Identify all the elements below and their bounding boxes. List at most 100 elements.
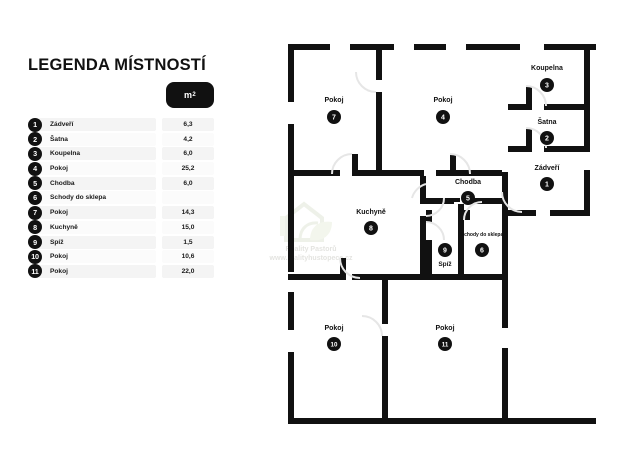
door-swings	[331, 71, 547, 337]
room-label-pokoj-4: Pokoj 4	[433, 97, 453, 124]
room-number-badge: 7	[28, 205, 42, 220]
room-area-value: 6,0	[183, 150, 193, 158]
room-area-value	[162, 191, 214, 204]
room-label-text: Pokoj	[324, 325, 343, 332]
room-label-satna-2: Šatna 2	[537, 117, 557, 145]
legend-row: 1 Zádveří 6,3	[28, 117, 214, 132]
room-number-badge	[438, 243, 452, 257]
room-number-badge: 6	[28, 190, 42, 205]
room-name-label: Koupelna	[50, 150, 81, 158]
row-background-area	[162, 176, 214, 190]
row-background-name	[38, 191, 156, 205]
unit-badge-label: m	[184, 90, 193, 100]
room-name-label: Kuchyně	[50, 223, 78, 231]
room-label-text: Šatna	[537, 117, 556, 126]
legend-table: 1 Zádveří 6,3 2 Šatna 4,2 3 Koupelna 6,0…	[28, 117, 214, 280]
room-number-badge	[327, 337, 341, 351]
legend-row: 8 Kuchyně 15,0	[28, 220, 214, 235]
legend-row: 5 Chodba 6,0	[28, 176, 214, 191]
room-area-value: 25,2	[181, 165, 195, 173]
room-number-badge	[461, 191, 475, 205]
row-background-name	[38, 147, 156, 161]
page-title: LEGENDA MÍSTNOSTÍ	[28, 56, 206, 74]
room-number-badge	[540, 78, 554, 92]
room-label-text: Pokoj	[433, 97, 452, 104]
legend-row: 3 Koupelna 6,0	[28, 146, 214, 161]
room-label-text: Zádveří	[535, 165, 561, 172]
row-background-name	[38, 118, 156, 131]
room-number-badge: 4	[28, 161, 42, 176]
room-name-label: Spíž	[50, 238, 64, 246]
room-label-pokoj-11: Pokoj 11	[435, 325, 455, 351]
room-label-text: Kuchyně	[356, 209, 386, 216]
legend-row: 11 Pokoj 22,0	[28, 264, 214, 279]
room-number-badge	[540, 131, 554, 145]
room-number-text: 7	[332, 115, 336, 122]
room-number-text: 8	[369, 226, 373, 233]
room-label-zadveri-1: Zádveří 1	[535, 165, 561, 191]
room-label-text: Spíž	[438, 261, 452, 268]
row-background-name	[38, 220, 156, 234]
room-area-value: 6,0	[183, 179, 193, 187]
room-area-value: 4,2	[183, 135, 193, 143]
room-number-badge	[438, 337, 452, 351]
room-number-badge	[364, 221, 378, 235]
room-area-value: 1,5	[183, 238, 193, 246]
room-name-label: Pokoj	[50, 165, 68, 173]
room-number-badge: 11	[28, 264, 42, 279]
legend-row: 9 Spíž 1,5	[28, 235, 214, 249]
row-background-area	[162, 250, 214, 264]
room-number-badge	[327, 110, 341, 124]
exterior-walls	[288, 44, 596, 424]
room-label-pokoj-10: Pokoj 10	[324, 325, 344, 351]
room-area-value: 6,3	[183, 121, 193, 128]
room-number-text: 2	[545, 136, 549, 143]
room-name-label: Chodba	[50, 179, 75, 187]
room-number-text: 10	[331, 342, 338, 349]
room-label-text: Pokoj	[324, 97, 343, 104]
room-name-label: Schody do sklepa	[50, 194, 107, 202]
room-number-badge	[436, 110, 450, 124]
room-name-label: Pokoj	[50, 209, 68, 217]
room-label-text: Pokoj	[435, 325, 454, 332]
room-number-badge: 5	[28, 176, 42, 191]
interior-walls	[288, 44, 590, 418]
room-label-text: Koupelna	[531, 65, 563, 72]
row-background-area	[162, 132, 214, 146]
room-area-value: 14,3	[181, 209, 195, 217]
room-number-text: 3	[545, 83, 549, 90]
room-number-badge: 9	[28, 235, 42, 249]
legend-row: 10 Pokoj 10,6	[28, 249, 214, 264]
room-number-badge	[475, 243, 489, 257]
row-background-area	[162, 191, 214, 205]
legend-row: 2 Šatna 4,2	[28, 132, 214, 147]
row-background-name	[38, 206, 156, 220]
room-label-spiz-9: 9 Spíž	[438, 243, 452, 268]
row-background-name	[38, 176, 156, 190]
room-label-koupelna-3: Koupelna 3	[531, 65, 563, 92]
room-number-badge: 3	[28, 146, 42, 161]
row-background-area	[162, 235, 214, 249]
room-name-label: Pokoj	[50, 267, 68, 275]
room-number-badge: 1	[28, 117, 42, 132]
room-number-text: 9	[443, 248, 447, 255]
row-background-area	[162, 206, 214, 220]
row-background-name	[38, 132, 156, 146]
room-number-text: 4	[441, 115, 445, 122]
row-background-name	[38, 162, 156, 176]
room-name-label: Zádveří	[50, 121, 74, 128]
floorplan: Pokoj 7 Pokoj 4 Koupelna 3 Šatna 2 Zádve…	[288, 44, 596, 424]
legend-row: 7 Pokoj 14,3	[28, 205, 214, 220]
row-background-name	[38, 264, 156, 278]
room-number-badge: 8	[28, 220, 42, 235]
room-number-badge	[540, 177, 554, 191]
room-label-chodba-5: Chodba 5	[455, 179, 481, 205]
row-background-area	[162, 147, 214, 161]
room-label-kuchyne-8: Kuchyně 8	[356, 209, 386, 235]
room-area-value: 10,6	[181, 253, 195, 261]
room-number-text: 5	[466, 196, 470, 203]
room-label-schody-do-sklepa-6: Schody do sklepa 6	[461, 232, 503, 257]
room-number-text: 11	[442, 342, 449, 349]
room-label-text: Chodba	[455, 179, 481, 186]
room-area-value: 22,0	[181, 267, 195, 275]
